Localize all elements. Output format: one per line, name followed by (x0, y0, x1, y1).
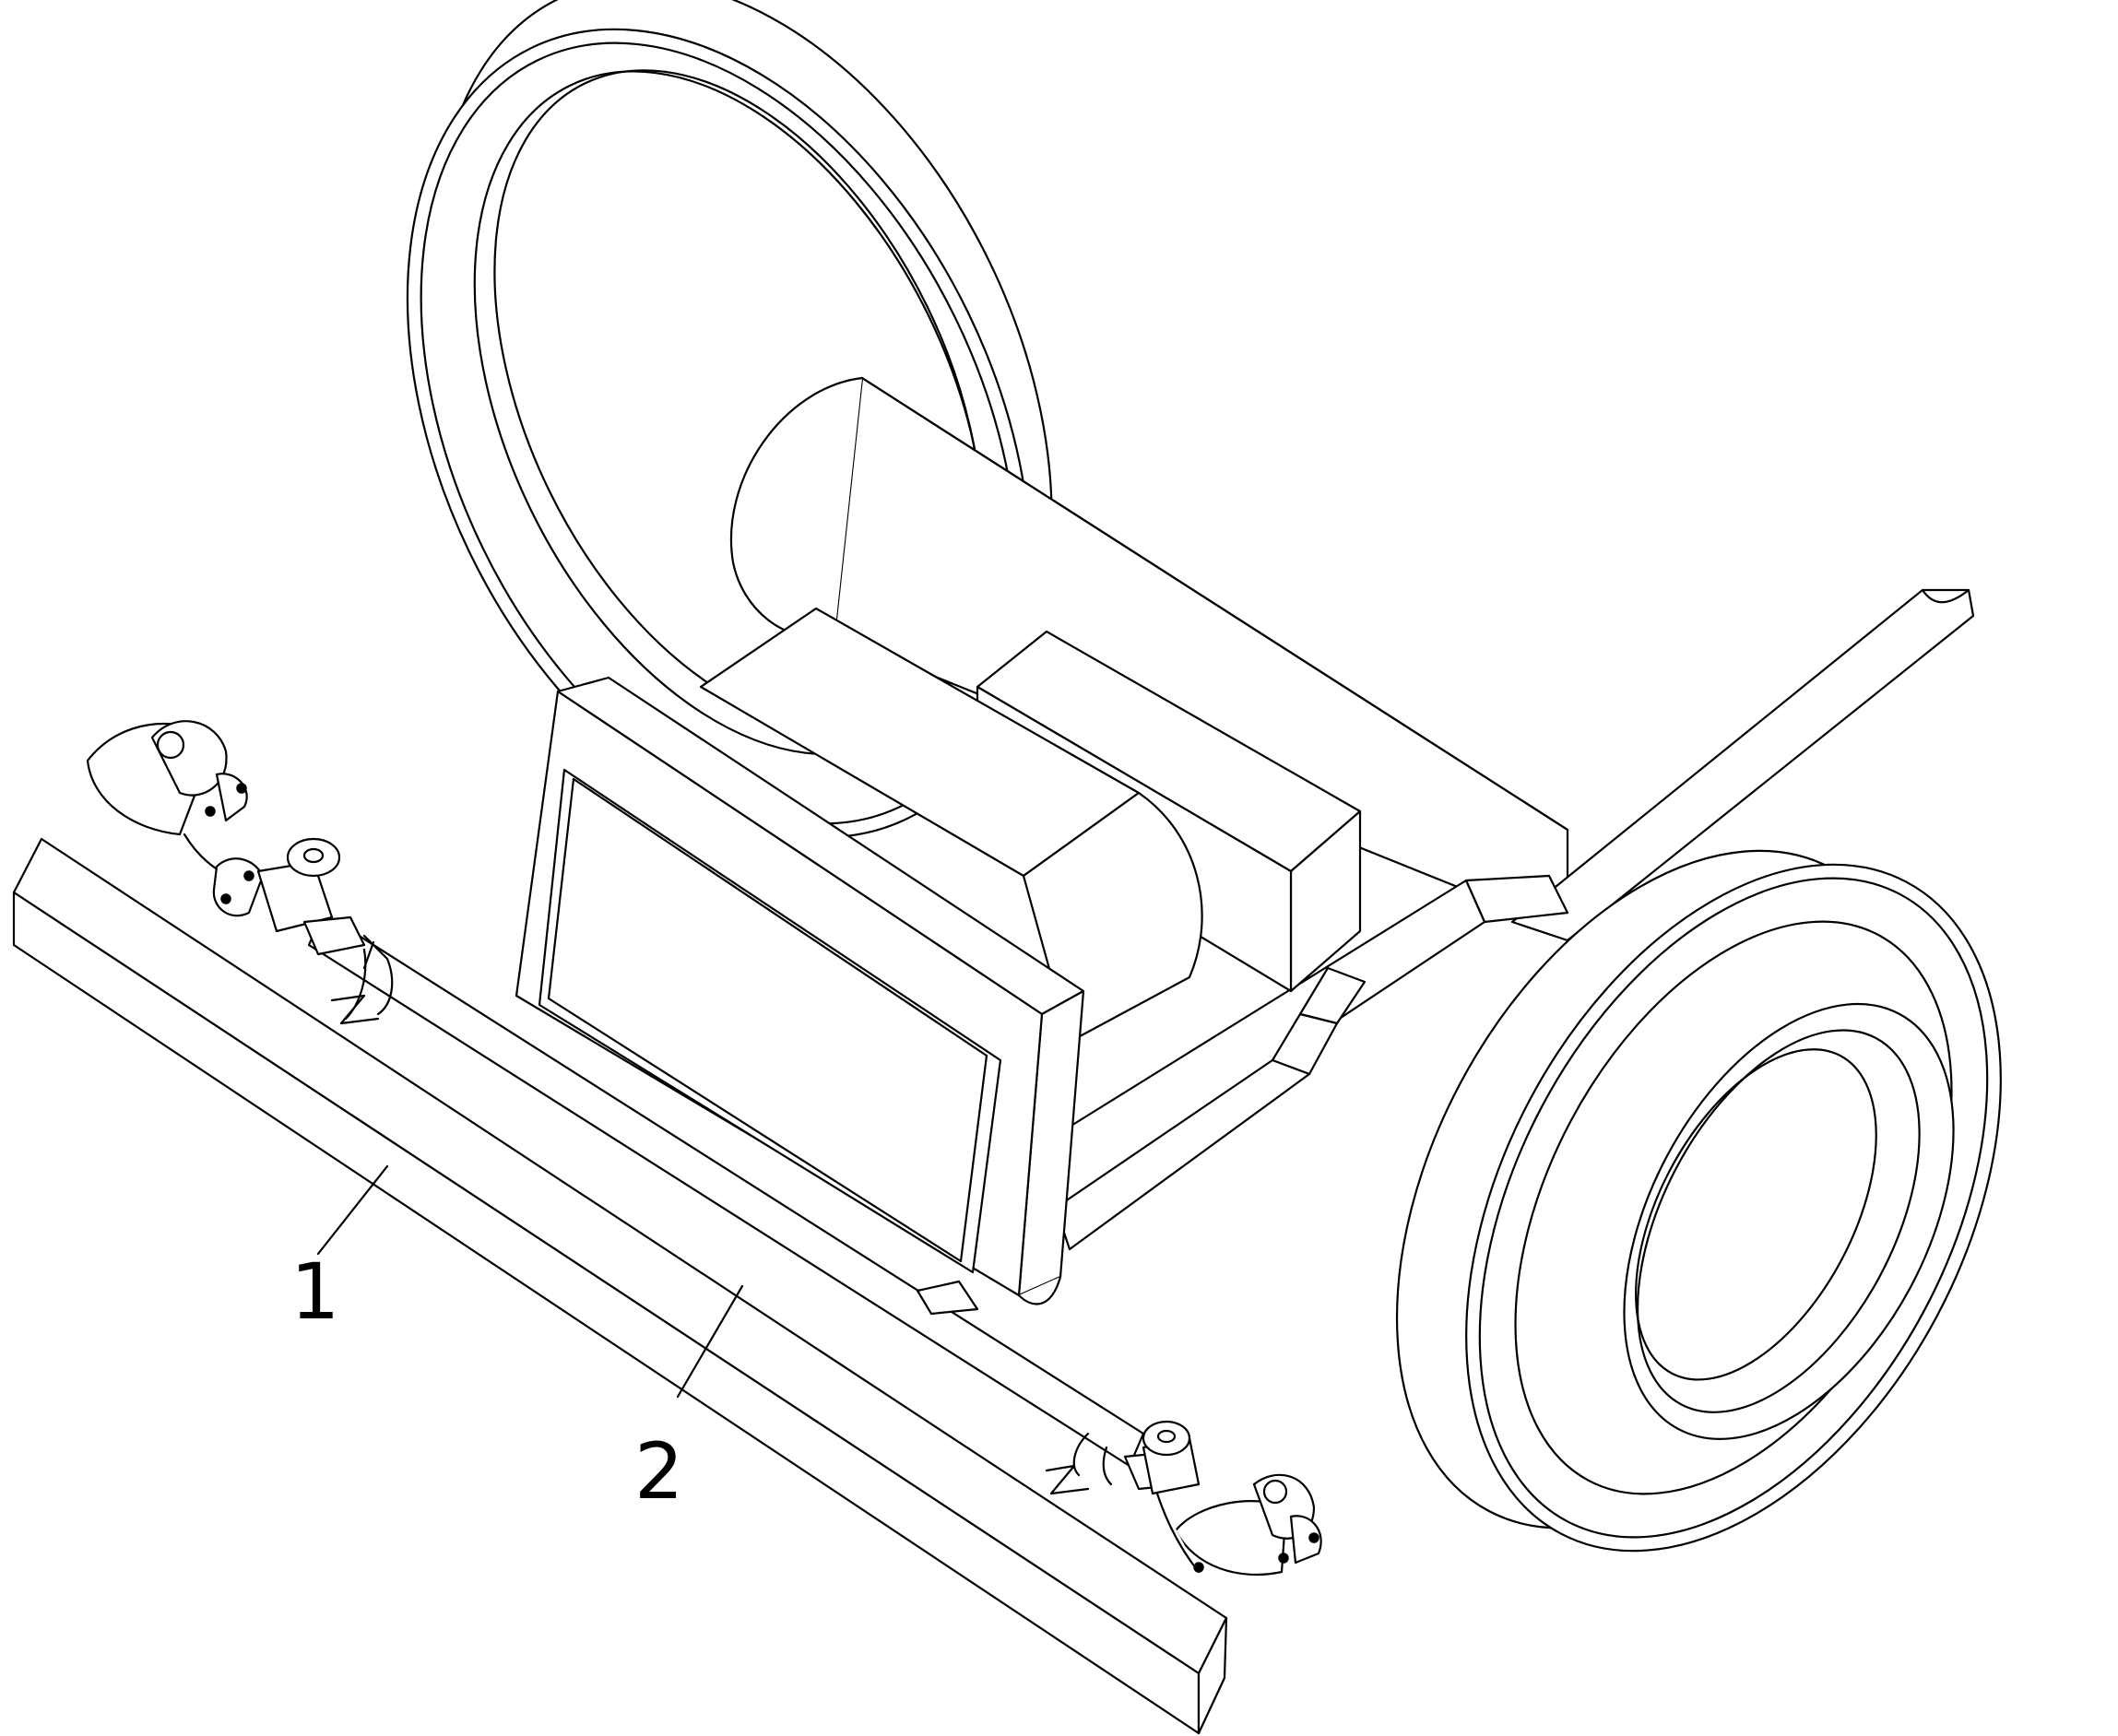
callout-label-1: 1 (290, 1246, 339, 1337)
right-wheel (1395, 849, 2002, 1553)
right-nozzle-assembly (1072, 1420, 1322, 1577)
frame-bar (1510, 588, 1975, 942)
callout-2: 2 (634, 1284, 744, 1517)
callout-1: 1 (290, 1164, 389, 1337)
left-nozzle-assembly (86, 720, 394, 1021)
coupling (699, 607, 1203, 1044)
callout-label-2: 2 (634, 1426, 683, 1517)
control-box (515, 676, 1085, 1305)
mounting-bar (12, 837, 1228, 1735)
